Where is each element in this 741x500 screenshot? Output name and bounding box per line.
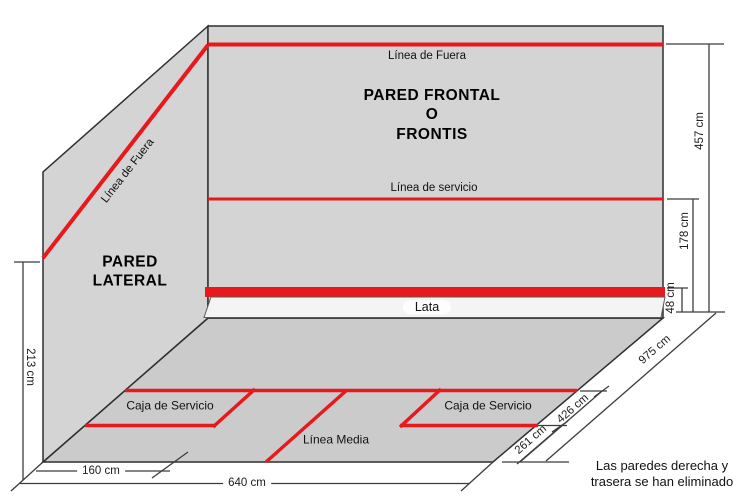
floor-right-extension xyxy=(460,461,494,492)
front-wall-title: PARED FRONTAL O FRONTIS xyxy=(364,86,501,144)
dim-975-line xyxy=(545,312,717,462)
side-wall-title: PARED LATERAL xyxy=(93,253,168,292)
dim-213-label: 213 cm xyxy=(24,348,37,386)
lata-label-wrap: Lata xyxy=(402,300,452,316)
side-wall-title-line1: PARED xyxy=(102,253,158,271)
dim-261-line xyxy=(516,426,561,465)
note-removed-walls: Las paredes derecha y trasera se han eli… xyxy=(591,458,733,491)
dim-178-label: 178 cm xyxy=(678,212,691,250)
dim-457-label: 457 cm xyxy=(693,112,706,150)
front-wall-title-line3: FRONTIS xyxy=(396,125,468,143)
dim-160-label: 160 cm xyxy=(77,463,125,479)
dim-160-slash xyxy=(151,451,189,479)
service-box-left-label: Caja de Servicio xyxy=(126,398,214,413)
note-line2: trasera se han eliminado xyxy=(590,474,734,489)
dimension-lines xyxy=(10,43,725,492)
lata-label: Lata xyxy=(402,300,452,315)
service-line-label: Línea de servicio xyxy=(390,181,478,194)
dim-48-label: 48 cm xyxy=(664,282,677,314)
middle-line-label: Línea Media xyxy=(302,432,370,447)
front-wall-title-line2: O xyxy=(425,106,439,124)
left-service-box-side-line xyxy=(211,387,257,429)
right-service-box-side-line xyxy=(398,387,443,429)
front-wall-surface xyxy=(207,25,664,319)
service-box-right-label: Caja de Servicio xyxy=(444,398,532,413)
front-wall-title-line1: PARED FRONTAL xyxy=(363,86,501,104)
floor-left-extension xyxy=(10,461,44,492)
dim-640-label: 640 cm xyxy=(223,475,271,491)
note-line1: Las paredes derecha y xyxy=(595,457,729,473)
side-wall-out-line xyxy=(41,43,210,260)
side-wall-title-line2: LATERAL xyxy=(92,273,168,290)
front-out-line-label: Línea de Fuera xyxy=(387,49,467,62)
dim-261-slash xyxy=(551,420,569,433)
middle-line xyxy=(264,388,349,464)
lata-red-band xyxy=(205,287,665,297)
